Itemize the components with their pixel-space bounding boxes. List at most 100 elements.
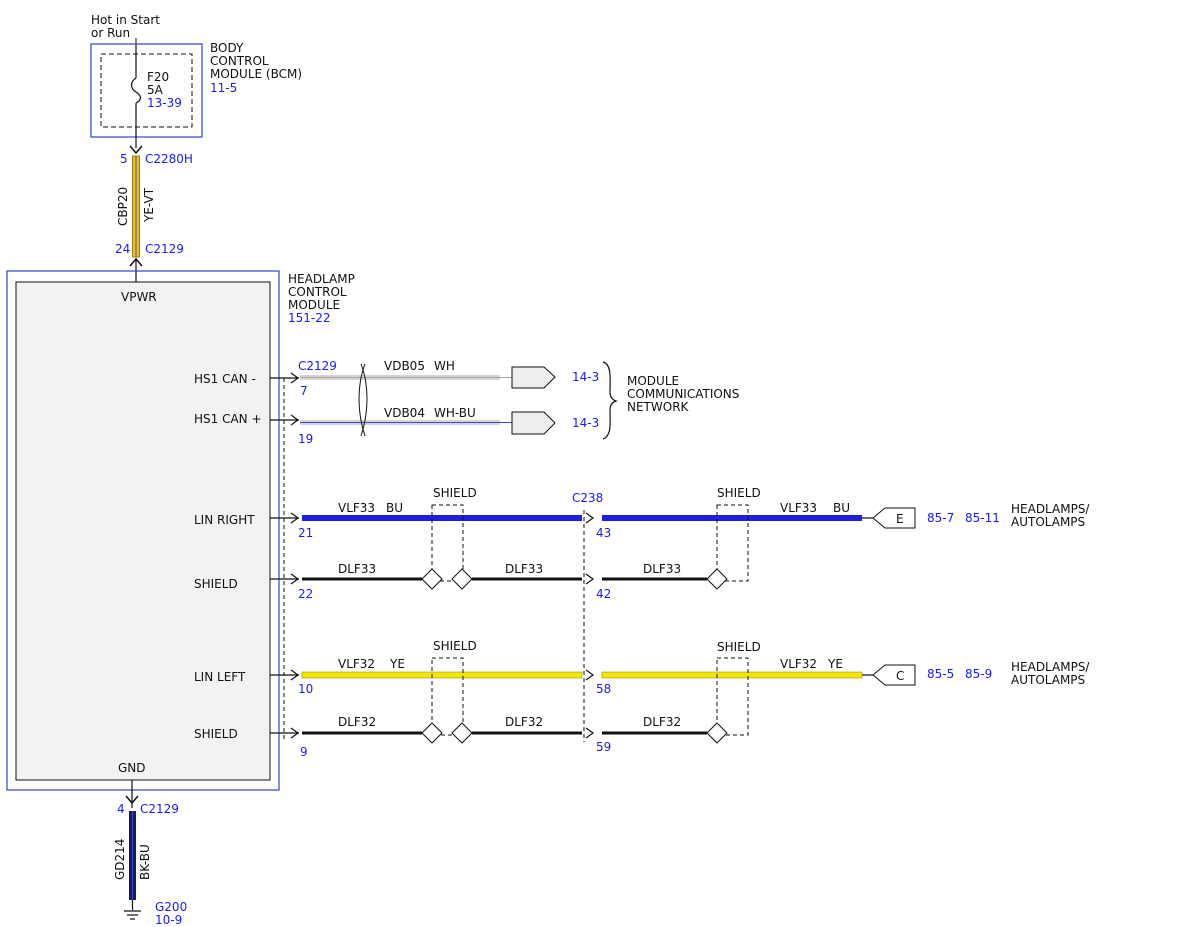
fuse-name: F20 <box>147 70 169 84</box>
pin-number-22: 22 <box>298 587 313 601</box>
pin-number-10: 10 <box>298 682 313 696</box>
brace-icon <box>602 361 618 440</box>
bcm-name-1: BODY <box>210 41 244 55</box>
power-source-label: Hot in Start <box>91 13 160 27</box>
lin-left-terminal-icon <box>872 664 916 686</box>
lin-right-shield-label-left: SHIELD <box>433 486 477 500</box>
fuse-ref: 13-39 <box>147 96 182 110</box>
can-plus-color: WH-BU <box>434 406 476 420</box>
lin-left-circuit-left: VLF32 <box>338 657 375 671</box>
fuse-rating: 5A <box>147 83 164 97</box>
lin-left-ref-1: 85-5 <box>927 667 954 681</box>
splice-icon <box>451 568 473 590</box>
lin-right-color-right: BU <box>833 501 850 515</box>
shield-right-drain-3-label: DLF33 <box>643 562 681 576</box>
lin-left-wire-right <box>601 671 863 679</box>
connector-arrow-icon <box>125 795 139 805</box>
shield-right-inline-pin: 42 <box>596 587 611 601</box>
power-bottom-connector: C2129 <box>145 242 184 256</box>
lin-left-shield-label-right: SHIELD <box>717 640 761 654</box>
lin-left-dest-1: HEADLAMPS/ <box>1011 660 1090 674</box>
can-plus-wire <box>300 420 512 425</box>
shield-left-drain-3-label: DLF32 <box>643 715 681 729</box>
splice-icon <box>451 722 473 744</box>
hcm-module-outer <box>6 270 280 791</box>
power-top-connector: C2280H <box>145 152 193 166</box>
hcm-name-1: HEADLAMP <box>288 272 355 286</box>
lin-left-wire-left <box>301 671 583 679</box>
lin-right-wire-right <box>602 515 862 521</box>
shield-left-drain-2-label: DLF32 <box>505 715 543 729</box>
can-plus-circuit: VDB04 <box>384 406 425 420</box>
ground-wire-color: BK-BU <box>138 844 152 880</box>
can-minus-wire <box>300 375 512 380</box>
ground-connector: C2129 <box>140 802 179 816</box>
pin-number-19: 19 <box>298 432 313 446</box>
pin-label-hs1-can-minus: HS1 CAN - <box>194 372 256 386</box>
splice-icon <box>706 722 728 744</box>
can-plus-terminal-icon <box>511 411 556 435</box>
ground-ref: 10-9 <box>155 913 182 927</box>
lin-right-shield-label-right: SHIELD <box>717 486 761 500</box>
power-wire-circuit: CBP20 <box>116 187 130 226</box>
can-minus-color: WH <box>434 359 455 373</box>
bcm-ref: 11-5 <box>210 81 237 95</box>
splice-icon <box>706 568 728 590</box>
bcm-module-box <box>90 43 203 138</box>
can-plus-ref: 14-3 <box>572 416 599 430</box>
shield-box-left-2 <box>716 657 749 736</box>
lin-right-dest-2: AUTOLAMPS <box>1011 515 1085 529</box>
power-bottom-pin: 24 <box>115 242 130 256</box>
ground-wire-circuit: GD214 <box>113 839 127 880</box>
ground-pin: 4 <box>117 802 125 816</box>
shield-right-drain-2-label: DLF33 <box>505 562 543 576</box>
hcm-vpwr: VPWR <box>121 290 157 304</box>
lin-left-dest-2: AUTOLAMPS <box>1011 673 1085 687</box>
pin-label-hs1-can-plus: HS1 CAN + <box>194 412 262 426</box>
lin-right-circuit-right: VLF33 <box>780 501 817 515</box>
bcm-fuse-box <box>100 53 193 128</box>
can-minus-terminal-icon <box>511 366 556 389</box>
hcm-connector: C2129 <box>298 359 337 373</box>
hcm-name-3: MODULE <box>288 298 340 312</box>
c238-connector-label: C238 <box>572 491 603 505</box>
lin-left-shield-label-left: SHIELD <box>433 639 477 653</box>
lin-right-circuit-left: VLF33 <box>338 501 375 515</box>
shield-left-inline-pin: 59 <box>596 740 611 754</box>
hcm-module-inner <box>15 281 271 781</box>
pin-label-lin-right: LIN RIGHT <box>194 513 255 527</box>
shield-box-left-1 <box>431 657 464 736</box>
hcm-name-2: CONTROL <box>288 285 347 299</box>
lin-left-color-right: YE <box>827 657 843 671</box>
network-label-3: NETWORK <box>627 400 690 414</box>
shield-left-drain-1-label: DLF32 <box>338 715 376 729</box>
ground-icon <box>124 910 141 920</box>
pin-label-shield-left: SHIELD <box>194 727 238 741</box>
power-top-pin: 5 <box>120 152 128 166</box>
lin-left-inline-pin: 58 <box>596 682 611 696</box>
lin-right-color-left: BU <box>386 501 403 515</box>
fuse-icon <box>130 77 142 104</box>
can-minus-ref: 14-3 <box>572 370 599 384</box>
pin-number-21: 21 <box>298 526 313 540</box>
twisted-pair-icon <box>358 363 368 437</box>
power-wire-color: YE-VT <box>142 187 156 223</box>
can-minus-circuit: VDB05 <box>384 359 425 373</box>
lin-right-wire-left <box>302 515 582 521</box>
hcm-ref: 151-22 <box>288 311 331 325</box>
lin-left-ref-2: 85-9 <box>965 667 992 681</box>
splice-icon <box>421 568 443 590</box>
pin-number-7: 7 <box>300 384 308 398</box>
shield-box-right-1 <box>431 504 464 582</box>
lin-left-circuit-right: VLF32 <box>780 657 817 671</box>
network-label-2: COMMUNICATIONS <box>627 387 739 401</box>
splice-icon <box>421 722 443 744</box>
power-source-label-2: or Run <box>91 26 130 40</box>
lin-left-color-left: YE <box>389 657 405 671</box>
lin-right-ref-2: 85-11 <box>965 511 1000 525</box>
connector-arrow-icon <box>129 145 143 155</box>
shield-right-drain-1-label: DLF33 <box>338 562 376 576</box>
lin-right-ref-1: 85-7 <box>927 511 954 525</box>
hcm-gnd: GND <box>118 761 146 775</box>
